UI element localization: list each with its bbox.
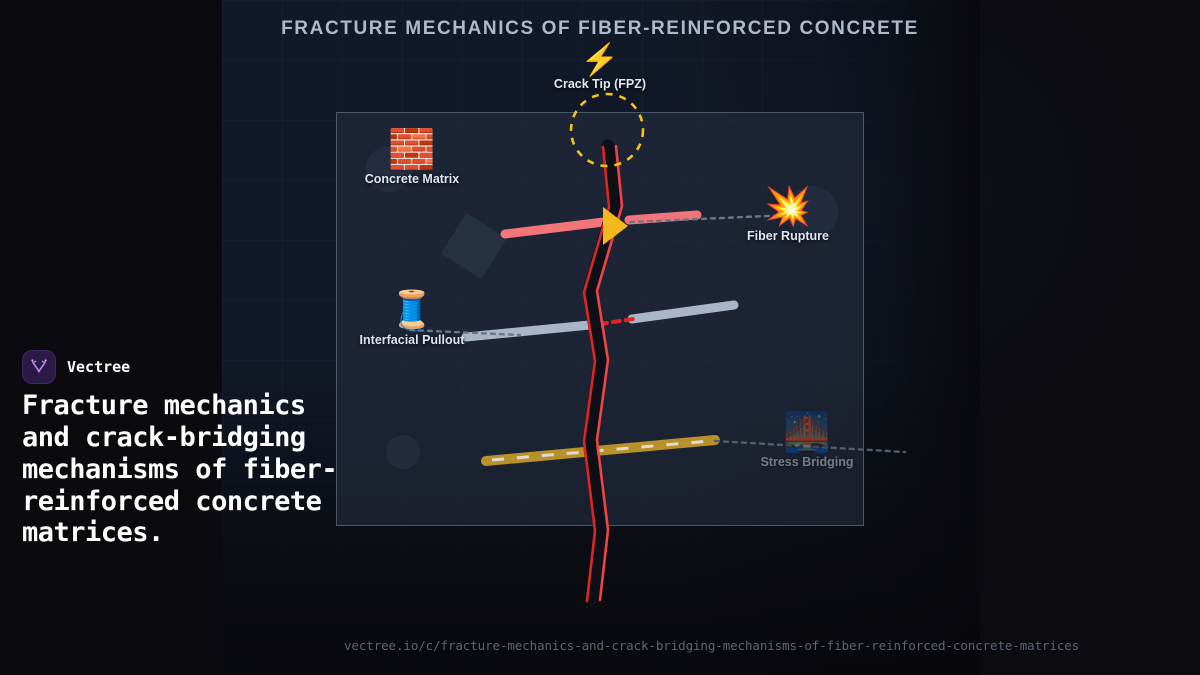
vectree-logo-icon: [22, 350, 56, 384]
sidebar: Vectree Fracture mechanics and crack-bri…: [0, 0, 338, 675]
marker-interfacial-pullout[interactable]: 🧵 Interfacial Pullout: [327, 292, 497, 347]
marker-stress-bridging[interactable]: 🌉 Stress Bridging: [722, 414, 892, 469]
marker-stress-bridging-label: Stress Bridging: [760, 455, 854, 469]
bridge-at-night-icon: 🌉: [783, 412, 831, 454]
marker-fiber-rupture-label: Fiber Rupture: [747, 229, 829, 243]
brand-name: Vectree: [67, 358, 131, 376]
explosion-icon: 💥: [764, 186, 812, 228]
aggregate-circle-shape: [386, 435, 420, 469]
brick-icon: 🧱: [388, 129, 436, 171]
brand-row[interactable]: Vectree: [22, 350, 130, 384]
page-headline: Fracture mechanics and crack-bridging me…: [22, 390, 338, 549]
footer-url: vectree.io/c/fracture-mechanics-and-crac…: [344, 638, 1080, 653]
marker-concrete-matrix[interactable]: 🧱 Concrete Matrix: [327, 131, 497, 186]
marker-fiber-rupture[interactable]: 💥 Fiber Rupture: [703, 188, 873, 243]
thread-spool-icon: 🧵: [388, 290, 436, 332]
marker-interfacial-pullout-label: Interfacial Pullout: [359, 333, 465, 347]
vectree-logo-glyph: [31, 359, 47, 373]
marker-concrete-matrix-label: Concrete Matrix: [364, 172, 460, 186]
